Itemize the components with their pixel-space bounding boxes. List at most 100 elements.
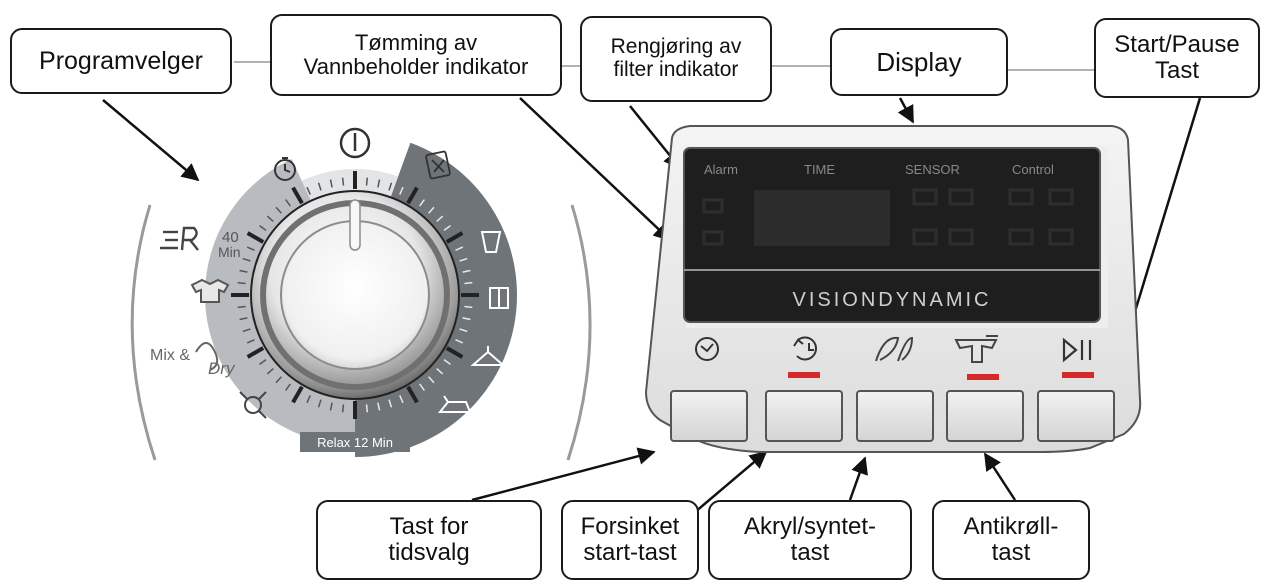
arrow-time-select bbox=[471, 447, 656, 502]
power-icon bbox=[339, 127, 371, 159]
dial-minor-tick bbox=[459, 257, 468, 262]
delay-timer-icon bbox=[793, 336, 817, 361]
dial-label-40: 40 bbox=[222, 229, 239, 246]
dial-band-right bbox=[355, 142, 517, 458]
arrow-delay-start bbox=[687, 450, 768, 519]
callout-time-select: Tast for tidsvalg bbox=[316, 500, 542, 580]
arrow-anticrease bbox=[983, 452, 1017, 501]
dial-minor-tick bbox=[285, 383, 291, 391]
callout-start-pause: Start/Pause Tast bbox=[1094, 18, 1260, 98]
dial-left-bracket bbox=[130, 204, 157, 461]
dial-label-mix: Mix & bbox=[150, 347, 190, 364]
display-label-control: Control bbox=[1012, 162, 1054, 177]
play-pause-icon bbox=[1062, 337, 1092, 363]
delay-start-button[interactable] bbox=[765, 390, 843, 442]
dial-minor-tick bbox=[237, 305, 246, 309]
anticrease-button[interactable] bbox=[946, 390, 1024, 442]
dial-minor-tick bbox=[306, 395, 311, 404]
fan-icon bbox=[239, 391, 267, 419]
dial-minor-tick bbox=[443, 359, 451, 365]
refresh-r-icon bbox=[160, 226, 199, 251]
dial-minor-tick bbox=[428, 376, 435, 384]
dial-band-top bbox=[301, 168, 399, 201]
dial-segment-bands bbox=[205, 142, 517, 458]
dial-minor-tick bbox=[242, 257, 251, 262]
time-select-button[interactable] bbox=[670, 390, 748, 442]
callout-connectors bbox=[234, 61, 1094, 71]
iron-icon bbox=[437, 395, 472, 413]
dial-minor-tick bbox=[436, 215, 444, 222]
dial-right-bracket bbox=[566, 204, 592, 461]
shirt-program-icon bbox=[425, 150, 451, 180]
dial-minor-tick bbox=[428, 206, 435, 214]
dial-label-dry: Dry bbox=[208, 359, 236, 378]
dial-minor-tick bbox=[388, 399, 393, 408]
callout-acrylic: Akryl/syntet- tast bbox=[708, 500, 912, 580]
led-start-pause bbox=[1062, 372, 1094, 378]
callout-anticrease: Antikrøll- tast bbox=[932, 500, 1090, 580]
dial-major-tick bbox=[445, 346, 464, 359]
dial-minor-tick bbox=[285, 199, 291, 207]
dial-minor-tick bbox=[242, 328, 251, 333]
dial-minor-tick bbox=[329, 402, 333, 411]
dial-minor-tick bbox=[419, 383, 425, 391]
dial-minor-tick bbox=[365, 404, 369, 413]
dial-minor-tick bbox=[455, 246, 464, 251]
hanger-icon bbox=[470, 346, 506, 366]
dial-minor-tick bbox=[239, 317, 248, 321]
led-delay-start bbox=[788, 372, 820, 378]
dial-minor-tick bbox=[266, 368, 274, 375]
anticrease-shirt-icon bbox=[954, 335, 998, 363]
display-label-sensor: SENSOR bbox=[905, 162, 960, 177]
start-pause-button[interactable] bbox=[1037, 390, 1115, 442]
dial-minor-tick bbox=[377, 179, 381, 188]
dial-minor-tick bbox=[365, 177, 369, 186]
arrow-tank-indicator bbox=[519, 97, 672, 242]
dial-minor-tick bbox=[419, 199, 425, 207]
dial-label-relax: Relax 12 Min bbox=[317, 435, 393, 450]
dial-minor-tick bbox=[341, 404, 345, 413]
tall-glass-icon bbox=[480, 231, 502, 253]
dial-minor-tick bbox=[464, 281, 473, 285]
dial-minor-tick bbox=[443, 225, 451, 231]
mix-dry-icon bbox=[195, 342, 219, 371]
t-shirt-icon bbox=[190, 278, 230, 303]
brand-name: VISIONDYNAMIC bbox=[792, 289, 991, 311]
dial-minor-tick bbox=[239, 269, 248, 273]
display-label-time: TIME bbox=[804, 162, 835, 177]
dial-minor-tick bbox=[462, 317, 471, 321]
dial-minor-tick bbox=[399, 186, 404, 195]
dial-minor-tick bbox=[246, 246, 255, 251]
timer-icon bbox=[274, 157, 296, 181]
callout-display: Display bbox=[830, 28, 1008, 96]
dial-minor-tick bbox=[266, 215, 274, 222]
dial-band-left bbox=[205, 159, 355, 445]
dial-minor-tick bbox=[275, 376, 282, 384]
dial-knob-pointer bbox=[349, 199, 361, 251]
dial-minor-tick bbox=[317, 399, 322, 408]
dial-major-tick bbox=[406, 385, 419, 404]
feather-icon bbox=[875, 336, 914, 362]
clock-icon bbox=[695, 337, 719, 361]
cupboard-icon bbox=[489, 287, 509, 309]
dial-major-tick bbox=[406, 186, 419, 205]
dial-minor-tick bbox=[464, 305, 473, 309]
dial-minor-tick bbox=[259, 359, 267, 365]
callout-tank-indicator: Tømming av Vannbeholder indikator bbox=[270, 14, 562, 96]
dial-major-tick bbox=[246, 231, 265, 244]
dial-minor-tick bbox=[462, 269, 471, 273]
callout-program-selector: Programvelger bbox=[10, 28, 232, 94]
arrow-display bbox=[897, 97, 915, 124]
led-anticrease bbox=[967, 374, 999, 380]
display-label-alarm: Alarm bbox=[704, 162, 738, 177]
callout-delay-start: Forsinket start-tast bbox=[561, 500, 699, 580]
callout-filter-indicator: Rengjøring av filter indikator bbox=[580, 16, 772, 102]
dial-minor-tick bbox=[306, 186, 311, 195]
dial-relax-badge bbox=[300, 432, 410, 452]
acrylic-button[interactable] bbox=[856, 390, 934, 442]
display-ghost-segments bbox=[702, 188, 1074, 246]
dial-minor-tick bbox=[259, 225, 267, 231]
dial-minor-tick bbox=[388, 182, 393, 191]
